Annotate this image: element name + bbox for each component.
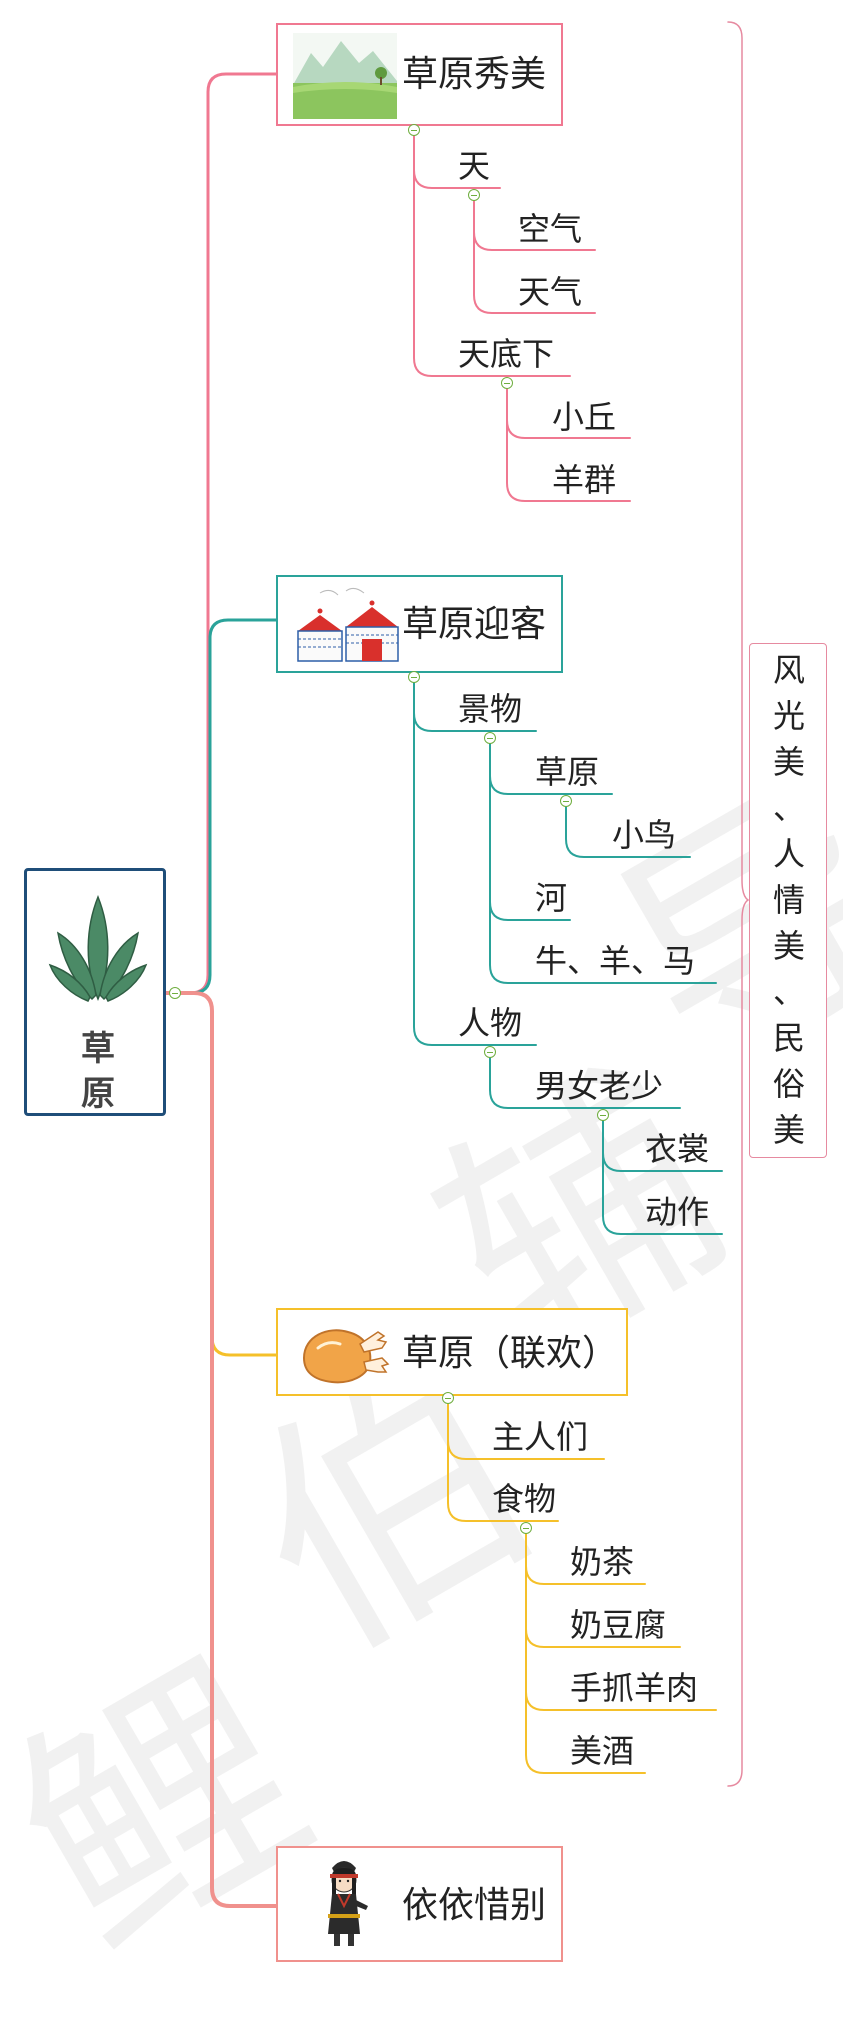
summary-char: 美	[772, 927, 805, 965]
collapse-toggle[interactable]	[484, 732, 496, 744]
collapse-toggle[interactable]	[408, 671, 420, 683]
connector-lines	[164, 21, 750, 1908]
roast-chicken-icon	[302, 1329, 390, 1384]
grassland-landscape-icon	[293, 33, 397, 119]
tree-node[interactable]: 草原	[535, 753, 600, 791]
branch-node-1[interactable]: 草原秀美	[276, 23, 563, 126]
collapse-toggle[interactable]	[169, 987, 181, 999]
summary-char: 、	[772, 789, 805, 827]
tree-node[interactable]: 食物	[492, 1480, 557, 1518]
branch-title: 草原迎客	[402, 604, 547, 645]
mongolian-girl-icon	[328, 1861, 368, 1946]
collapse-toggle[interactable]	[560, 795, 572, 807]
summary-char: 风	[772, 651, 805, 689]
root-node[interactable]: 草 原	[24, 868, 166, 1116]
tree-node[interactable]: 男女老少	[535, 1067, 664, 1105]
summary-char: 俗	[772, 1065, 805, 1103]
summary-char: 人	[772, 835, 805, 873]
tree-node[interactable]: 天	[458, 147, 491, 185]
branch-node-2[interactable]: 草原迎客	[276, 575, 563, 673]
collapse-toggle[interactable]	[484, 1046, 496, 1058]
summary-char: 美	[772, 1111, 805, 1149]
tree-node[interactable]: 天气	[518, 273, 583, 311]
mind-map-canvas: 鲤 伯 辅 导	[0, 21, 843, 2005]
summary-char: 光	[772, 697, 805, 735]
tree-node[interactable]: 衣裳	[645, 1130, 710, 1168]
summary-char: 美	[772, 743, 805, 781]
tree-node[interactable]: 动作	[645, 1193, 710, 1231]
tree-node[interactable]: 小鸟	[612, 816, 677, 854]
tree-node[interactable]: 人物	[458, 1004, 523, 1042]
collapse-toggle[interactable]	[408, 124, 420, 136]
root-title-char: 草	[81, 1029, 115, 1069]
branch-title: 草原秀美	[402, 54, 547, 95]
summary-char: 、	[772, 973, 805, 1011]
collapse-toggle[interactable]	[501, 377, 513, 389]
agave-plant-icon	[48, 895, 148, 1002]
tree-node[interactable]: 牛、羊、马	[535, 942, 696, 980]
tree-node[interactable]: 手抓羊肉	[570, 1669, 699, 1707]
collapse-toggle[interactable]	[468, 189, 480, 201]
tree-node[interactable]: 美酒	[570, 1732, 635, 1770]
summary-char: 情	[772, 881, 805, 919]
tree-node[interactable]: 羊群	[552, 461, 617, 499]
tree-node[interactable]: 小丘	[552, 398, 617, 436]
tree-node[interactable]: 河	[535, 879, 568, 917]
tree-node[interactable]: 景物	[458, 690, 523, 728]
branch-node-3[interactable]: 草原（联欢）	[276, 1308, 628, 1396]
tree-node[interactable]: 天底下	[458, 335, 555, 373]
branch-title: 依依惜别	[402, 1885, 547, 1926]
branch-title: 草原（联欢）	[402, 1333, 619, 1374]
tree-node[interactable]: 奶茶	[570, 1543, 635, 1581]
root-title-char: 原	[81, 1074, 115, 1114]
collapse-toggle[interactable]	[520, 1522, 532, 1534]
summary-node[interactable]: 风 光 美 、 人 情 美 、 民 俗 美	[749, 643, 827, 1158]
branch-node-4[interactable]: 依依惜别	[276, 1846, 563, 1962]
tree-node[interactable]: 空气	[518, 210, 583, 248]
tree-node[interactable]: 奶豆腐	[570, 1606, 667, 1644]
tree-node[interactable]: 主人们	[492, 1418, 589, 1456]
collapse-toggle[interactable]	[597, 1109, 609, 1121]
summary-char: 民	[772, 1019, 805, 1057]
yurt-tents-icon	[297, 587, 399, 662]
collapse-toggle[interactable]	[442, 1392, 454, 1404]
